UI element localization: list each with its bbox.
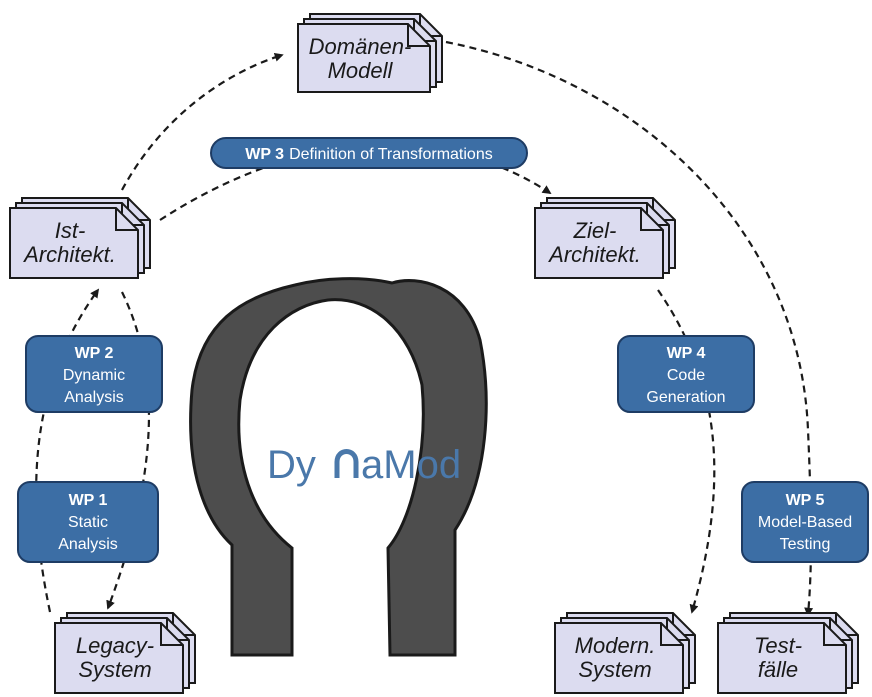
document-fold	[407, 24, 430, 47]
doc-modern-system-line-2: System	[578, 657, 651, 682]
wp3-id: WP 3	[245, 146, 284, 163]
wp1-line-2: Analysis	[58, 536, 118, 553]
wp3-title: Definition of Transformations	[289, 146, 493, 163]
document-sheet	[534, 207, 664, 279]
doc-ziel-architecture-line-1: Ziel-	[573, 218, 617, 243]
horseshoe-shape	[189, 277, 488, 657]
doc-domain-model-line-2: Modell	[328, 58, 394, 83]
document-sheet	[9, 207, 139, 279]
document-sheet	[717, 622, 847, 694]
arrow-ziel-to-modern	[657, 289, 716, 614]
wp4-line-1: Code	[667, 367, 705, 384]
document-fold	[160, 623, 183, 646]
doc-modern-system-line-1: Modern.	[575, 633, 656, 658]
doc-modern-system[interactable]: Modern.System	[554, 612, 696, 694]
doc-domain-model[interactable]: Domänen-Modell	[297, 13, 443, 93]
wp2-line-1: Dynamic	[63, 367, 125, 384]
document-fold	[640, 208, 663, 231]
logo-suffix: aMod	[361, 443, 461, 487]
horseshoe-logo-icon	[334, 449, 359, 478]
doc-ist-architecture[interactable]: Ist-Architekt.	[9, 197, 151, 279]
doc-test-cases-line-1: Test-	[754, 633, 802, 658]
wp1-id: WP 1	[69, 492, 108, 509]
arrow-domain-to-testcases	[445, 40, 814, 617]
wp3-box[interactable]: WP 3 Definition of Transformations	[210, 137, 528, 169]
doc-test-cases-line-2: fälle	[758, 657, 798, 682]
arrow-ist-to-domain	[121, 52, 284, 191]
wp2-box[interactable]: WP 2 Dynamic Analysis	[25, 335, 163, 413]
wp1-line-1: Static	[68, 514, 108, 531]
wp2-id: WP 2	[75, 345, 114, 362]
doc-test-cases[interactable]: Test-fälle	[717, 612, 859, 694]
document-fold	[660, 623, 683, 646]
doc-ist-architecture-line-1: Ist-	[55, 218, 86, 243]
doc-legacy-system[interactable]: Legacy-System	[54, 612, 196, 694]
wp4-line-2: Generation	[646, 389, 725, 406]
document-fold	[823, 623, 846, 646]
document-sheet	[297, 23, 431, 93]
wp5-line-2: Testing	[780, 536, 831, 553]
document-sheet	[54, 622, 184, 694]
logo-prefix: Dy	[267, 443, 316, 487]
wp2-line-2: Analysis	[64, 389, 124, 406]
doc-domain-model-line-1: Domänen-	[309, 34, 412, 59]
wp5-id: WP 5	[786, 492, 825, 509]
document-sheet	[554, 622, 684, 694]
doc-ziel-architecture-line-2: Architekt.	[547, 242, 641, 267]
doc-legacy-system-line-1: Legacy-	[76, 633, 154, 658]
doc-legacy-system-line-2: System	[78, 657, 151, 682]
wp4-box[interactable]: WP 4 Code Generation	[617, 335, 755, 413]
doc-ist-architecture-line-2: Architekt.	[22, 242, 116, 267]
dynamod-logo: Dy aMod	[267, 443, 461, 487]
document-fold	[115, 208, 138, 231]
doc-ziel-architecture[interactable]: Ziel-Architekt.	[534, 197, 676, 279]
wp5-line-1: Model-Based	[758, 514, 852, 531]
wp5-box[interactable]: WP 5 Model-Based Testing	[741, 481, 869, 563]
wp1-box[interactable]: WP 1 Static Analysis	[17, 481, 159, 563]
wp4-id: WP 4	[667, 345, 706, 362]
